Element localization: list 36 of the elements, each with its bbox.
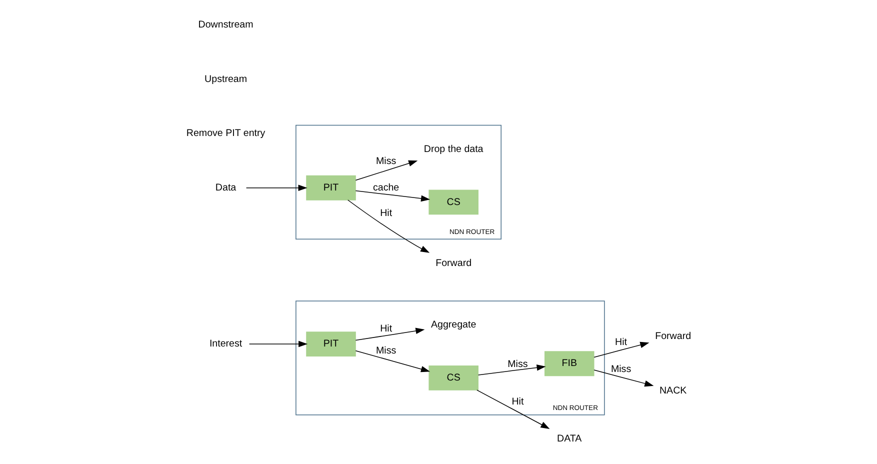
- arrow: [246, 184, 308, 192]
- node-text: Interest: [209, 338, 242, 350]
- arrow: [347, 200, 430, 253]
- edge-label: Hit: [380, 208, 392, 220]
- node-text: Drop the data: [424, 144, 484, 155]
- edge-label: Hit: [380, 323, 392, 334]
- node-box: CS: [428, 190, 478, 215]
- node-box: PIT: [306, 332, 356, 356]
- arrow: [355, 328, 425, 341]
- node-box: FIB: [544, 351, 594, 376]
- node-box: PIT: [306, 175, 356, 200]
- edge-label: Hit: [512, 396, 524, 408]
- arrow: [355, 190, 430, 202]
- label: Downstream: [198, 20, 254, 31]
- arrow: [355, 350, 430, 372]
- arrow: [355, 160, 418, 181]
- node-box: CS: [428, 366, 478, 390]
- label: Upstream: [204, 74, 248, 85]
- edge-label: cache: [372, 182, 400, 194]
- edge-label: Miss: [376, 156, 396, 168]
- arrow: [594, 370, 654, 387]
- node-text: NACK: [659, 385, 687, 396]
- node-text: Forward: [436, 258, 472, 269]
- edge-label: Hit: [615, 337, 628, 348]
- edge-label: Miss: [610, 364, 632, 376]
- edge-label: Miss: [376, 345, 396, 356]
- arrow: [594, 342, 650, 358]
- node-text: Forward: [655, 331, 692, 342]
- node-text: Aggregate: [430, 320, 476, 331]
- node-text: DATA: [557, 434, 582, 445]
- edge-label: Miss: [508, 358, 528, 370]
- label: Remove PIT entry: [186, 128, 266, 140]
- arrow: [478, 364, 546, 376]
- node-text: Data: [215, 182, 236, 194]
- arrow: [248, 340, 308, 348]
- arrow: [476, 390, 550, 429]
